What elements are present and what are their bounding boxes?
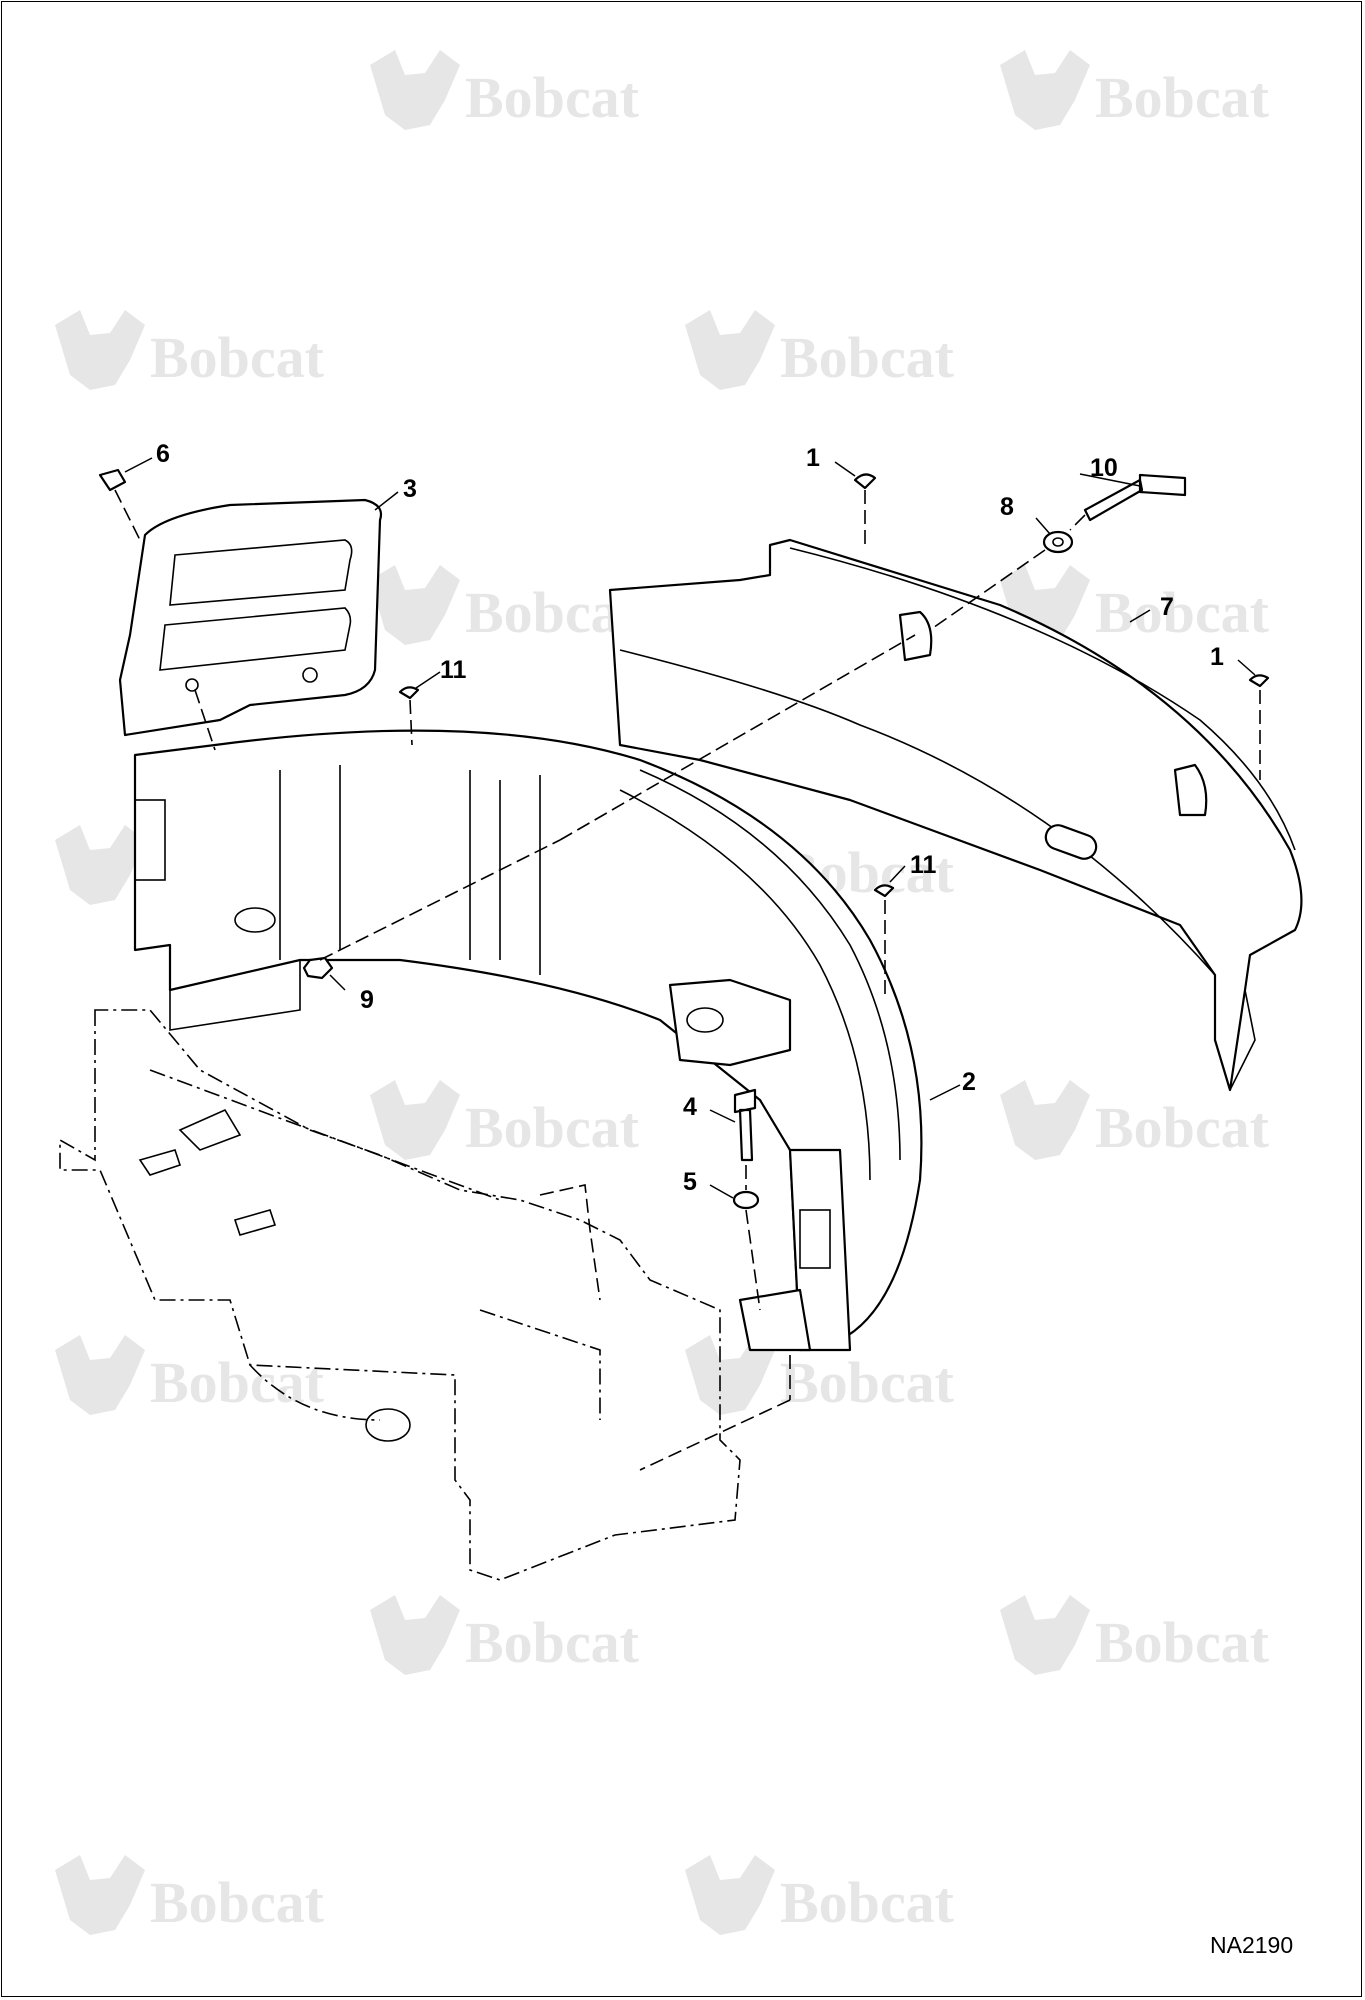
watermark-text: Bobcat [1095,1610,1270,1675]
label-plate [134,799,166,881]
callout-5: 5 [683,1168,697,1196]
watermark-text: Bobcat [780,1350,955,1415]
bobcat-logo-icon [55,1335,145,1415]
watermark: Bobcat [685,1855,955,1935]
bolt-10 [1083,473,1187,522]
watermark: Bobcat [685,310,955,390]
bobcat-logo-icon [55,825,145,905]
bobcat-logo-icon [370,50,460,130]
part-7-rear-cover [608,538,1303,1092]
plug-11b [873,884,895,898]
mount-boss [898,610,933,662]
watermark: Bobcat [370,565,640,645]
watermark-text: Bobcat [1095,65,1270,130]
watermark: Bobcat [370,50,640,130]
plug-1a [853,473,877,490]
part-2-counterweight [133,729,923,1352]
bolt-4 [733,1088,757,1162]
hardware [98,468,1270,1210]
callout-1-right: 1 [1210,643,1224,671]
watermark-text: Bobcat [780,325,955,390]
bobcat-logo-icon [55,1855,145,1935]
callout-9: 9 [360,986,374,1014]
watermark-text: Bobcat [465,65,640,130]
watermark-text: Bobcat [780,1870,955,1935]
label-plate [799,1209,831,1269]
watermark: Bobcat [370,1080,640,1160]
slot [1044,824,1098,860]
watermark-text: Bobcat [150,1350,325,1415]
bobcat-logo-icon [370,1080,460,1160]
part-3-side-cover [118,498,383,737]
bobcat-logo-icon [370,1595,460,1675]
watermark-layer: Bobcat Bobcat Bobcat Bobcat Bobcat Bobca… [55,50,1270,1935]
callout-2: 2 [962,1068,976,1096]
watermark-text: Bobcat [150,1870,325,1935]
bobcat-logo-icon [685,1855,775,1935]
bobcat-logo-icon [685,1335,775,1415]
callouts: 6 3 1 10 8 7 1 11 11 2 4 5 9 [156,440,1224,1196]
bobcat-logo-icon [685,310,775,390]
watermark: Bobcat [1000,1080,1270,1160]
watermark: Bobcat [1000,1595,1270,1675]
watermark: Bobcat [55,310,325,390]
bobcat-logo-icon [370,565,460,645]
callout-11-right: 11 [910,851,937,879]
nut-9 [302,956,334,980]
plug-1b [1248,674,1270,688]
plug-11a [398,686,420,700]
bobcat-logo-icon [55,310,145,390]
callout-3: 3 [403,475,417,503]
frame-outline [59,1009,741,1581]
callout-10: 10 [1090,454,1118,482]
leader-lines [124,457,1256,1199]
bobcat-logo-icon [1000,1080,1090,1160]
washer-5 [732,1190,760,1210]
bobcat-logo-icon [1000,1595,1090,1675]
watermark: Bobcat [55,1855,325,1935]
watermark: Bobcat [1000,50,1270,130]
watermark: Bobcat [685,1335,955,1415]
callout-4: 4 [683,1093,697,1121]
callout-1-top: 1 [806,444,820,472]
watermark: Bobcat [55,1335,325,1415]
assembly-lines [114,489,1261,1471]
washer-8 [1042,530,1074,554]
side-block [788,1148,852,1352]
front-pad [738,1288,812,1352]
callout-6: 6 [156,440,170,468]
callout-7: 7 [1160,593,1174,621]
callout-8: 8 [1000,493,1014,521]
watermark: Bobcat [1000,565,1270,645]
watermark-text: Bobcat [465,1610,640,1675]
bolt-6 [98,468,127,492]
figure-id: NA2190 [1210,1932,1293,1958]
watermark-text: Bobcat [1095,1095,1270,1160]
bobcat-logo-icon [1000,50,1090,130]
callout-11-left: 11 [440,656,467,684]
rear-pad [668,978,792,1067]
mount-boss [1173,763,1208,817]
watermark: Bobcat [370,1595,640,1675]
watermark-text: Bobcat [465,1095,640,1160]
watermark-text: Bobcat [150,325,325,390]
watermark-text: Bobcat [1095,580,1270,645]
